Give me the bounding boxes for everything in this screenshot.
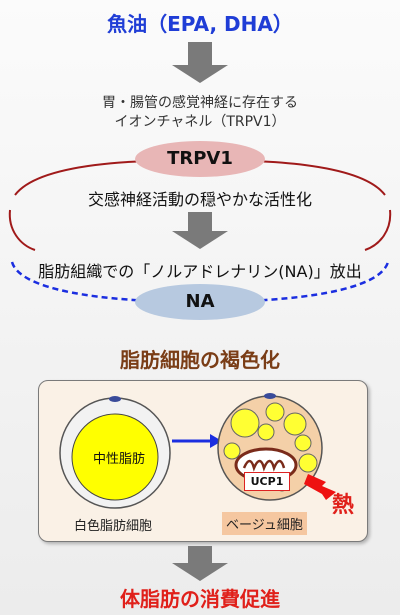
neutral-fat-label: 中性脂肪 — [93, 452, 146, 467]
arrow-head-1 — [172, 65, 228, 83]
na-pill: NA — [135, 284, 265, 320]
small-droplet — [230, 408, 260, 438]
arrow-stem-1 — [188, 42, 212, 66]
na-release-text: 脂肪組織での「ノルアドレナリン(NA)」放出 — [38, 262, 362, 281]
small-droplet — [298, 453, 318, 473]
small-droplet — [294, 434, 312, 452]
lipid-droplet-large — [71, 413, 159, 501]
trpv1-description-line-1: 胃・腸管の感覚神経に存在する — [102, 95, 298, 111]
heat-label: 熱 — [332, 493, 355, 518]
white-adipocyte-label: 白色脂肪細胞 — [74, 519, 153, 534]
arrow-stem-2 — [188, 212, 212, 232]
beige-cell-nucleus — [264, 393, 276, 399]
arrow-head-2 — [172, 231, 228, 249]
ucp1-label: UCP1 — [244, 472, 290, 491]
small-droplet — [265, 402, 285, 422]
mitochondrion-cristae — [242, 459, 286, 472]
title-fish-oil: 魚油（EPA, DHA） — [107, 12, 293, 36]
arrow-stem-3 — [188, 546, 212, 564]
release-dashed-arc — [10, 261, 390, 304]
small-droplet — [283, 412, 307, 436]
heat-arrow — [304, 474, 336, 500]
browning-arrow-head — [210, 434, 222, 448]
trpv1-description-line-2: イオンチャネル（TRPV1） — [114, 114, 286, 130]
trpv1-pill: TRPV1 — [135, 141, 265, 177]
white-cell-nucleus — [109, 396, 121, 402]
small-droplet — [223, 442, 241, 460]
activation-arc-left — [8, 209, 36, 251]
activation-arc-right — [364, 209, 392, 251]
arrow-head-3 — [172, 563, 228, 581]
fat-burning-title: 体脂肪の消費促進 — [120, 587, 280, 611]
beige-adipocyte-label: ベージュ細胞 — [222, 512, 307, 535]
small-droplet — [257, 423, 275, 441]
sympathetic-activation-text: 交感神経活動の穏やかな活性化 — [87, 190, 312, 209]
browning-title: 脂肪細胞の褐色化 — [120, 348, 280, 372]
